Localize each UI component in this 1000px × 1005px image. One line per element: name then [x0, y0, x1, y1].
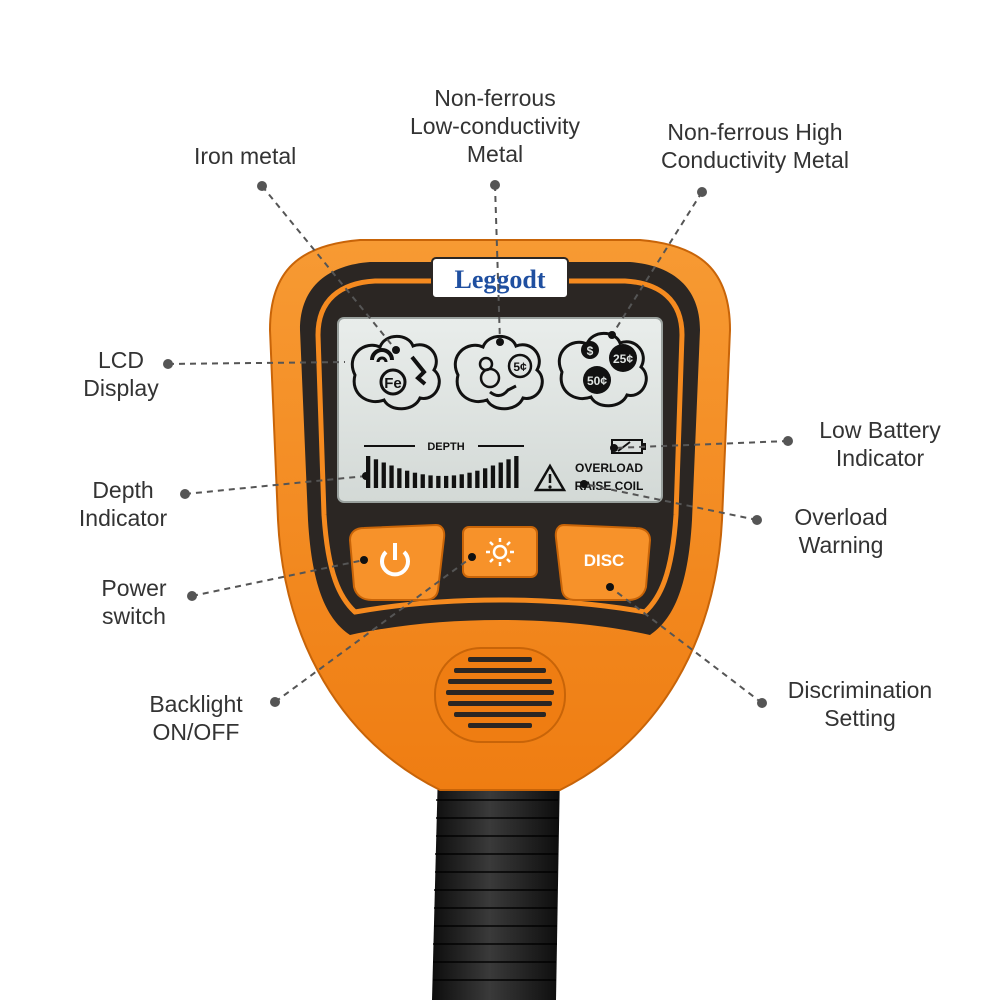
coin-25-label: 25¢: [613, 352, 633, 366]
callout-non-ferrous-low: Non-ferrous Low-conductivity Metal: [409, 85, 581, 167]
power-button[interactable]: [348, 523, 446, 601]
handle: [432, 770, 560, 1000]
depth-bar-segment: [405, 470, 410, 488]
depth-bar-segment: [436, 475, 441, 488]
depth-bar-segment: [475, 470, 480, 488]
warning-icon: [533, 463, 567, 492]
leader-lcd-display: [167, 361, 346, 365]
depth-bar-segment: [459, 474, 464, 488]
callout-overload-warning: Overload Warning: [794, 504, 888, 558]
leader-backlight: [274, 556, 473, 703]
dollar-coin-icon: [581, 341, 599, 359]
depth-bar-segment: [428, 475, 433, 488]
depth-bar-segment: [420, 474, 425, 488]
depth-bar-segment: [444, 475, 449, 488]
coin-5-label: 5¢: [513, 360, 527, 374]
low-conductivity-icon-group: [454, 334, 544, 411]
depth-bar-segment: [389, 465, 394, 488]
overload-text: OVERLOAD: [575, 461, 643, 475]
depth-bar-segment: [373, 459, 379, 488]
disc-label: DISC: [584, 551, 625, 570]
coin-50-label: 50¢: [587, 374, 607, 388]
callout-non-ferrous-high: Non-ferrous High Conductivity Metal: [661, 119, 849, 173]
callout-lcd-display: LCD Display: [83, 347, 159, 401]
leader-power-switch: [191, 559, 365, 597]
callout-depth-indicator: Depth Indicator: [78, 477, 168, 531]
depth-bar-segment: [451, 475, 457, 488]
power-icon: [380, 550, 410, 577]
callout-power-switch: Power switch: [101, 575, 167, 629]
depth-bar-segment: [514, 456, 519, 488]
depth-bar-segment: [498, 462, 503, 488]
leader-low-battery: [613, 440, 789, 449]
depth-bar-segment: [467, 472, 472, 488]
depth-bar-segment: [366, 456, 371, 488]
raise-coil-text: RAISE COIL: [575, 479, 644, 493]
half-dollar-coin-icon: [583, 366, 611, 394]
leader-lines: [167, 184, 789, 704]
sun-icon: [486, 538, 514, 566]
depth-bar-segment: [483, 468, 488, 488]
brand-name: Leggodt: [455, 265, 546, 294]
dollar-label: $: [587, 344, 594, 358]
backlight-button[interactable]: [462, 526, 538, 578]
depth-bar-segment: [381, 462, 386, 488]
callout-backlight: Backlight ON/OFF: [149, 691, 243, 745]
brand-label: Leggodt: [431, 257, 569, 299]
depth-bar-segment: [412, 472, 418, 488]
leader-discrimination: [609, 586, 763, 704]
depth-label: DEPTH: [427, 441, 464, 453]
iron-symbol: Fe: [384, 375, 402, 392]
disc-button[interactable]: DISC: [554, 523, 652, 601]
leader-iron-metal: [261, 185, 397, 351]
callout-low-battery: Low Battery Indicator: [819, 417, 941, 471]
callout-iron-metal: Iron metal: [194, 143, 297, 169]
callout-discrimination: Discrimination Setting: [787, 677, 933, 731]
depth-bar-segment: [506, 459, 511, 488]
speaker-grille-icon: [434, 647, 566, 743]
quarter-coin-icon: [609, 344, 637, 372]
depth-bar-segment: [490, 465, 496, 488]
leader-depth-indicator: [184, 475, 367, 495]
depth-bar-segment: [397, 468, 402, 488]
leader-dots: [163, 180, 793, 708]
iron-metal-icon-group: [351, 334, 441, 411]
depth-indicator: DEPTH: [364, 441, 524, 488]
leader-overload-warning: [583, 483, 758, 521]
leader-low-conductivity: [494, 184, 501, 343]
